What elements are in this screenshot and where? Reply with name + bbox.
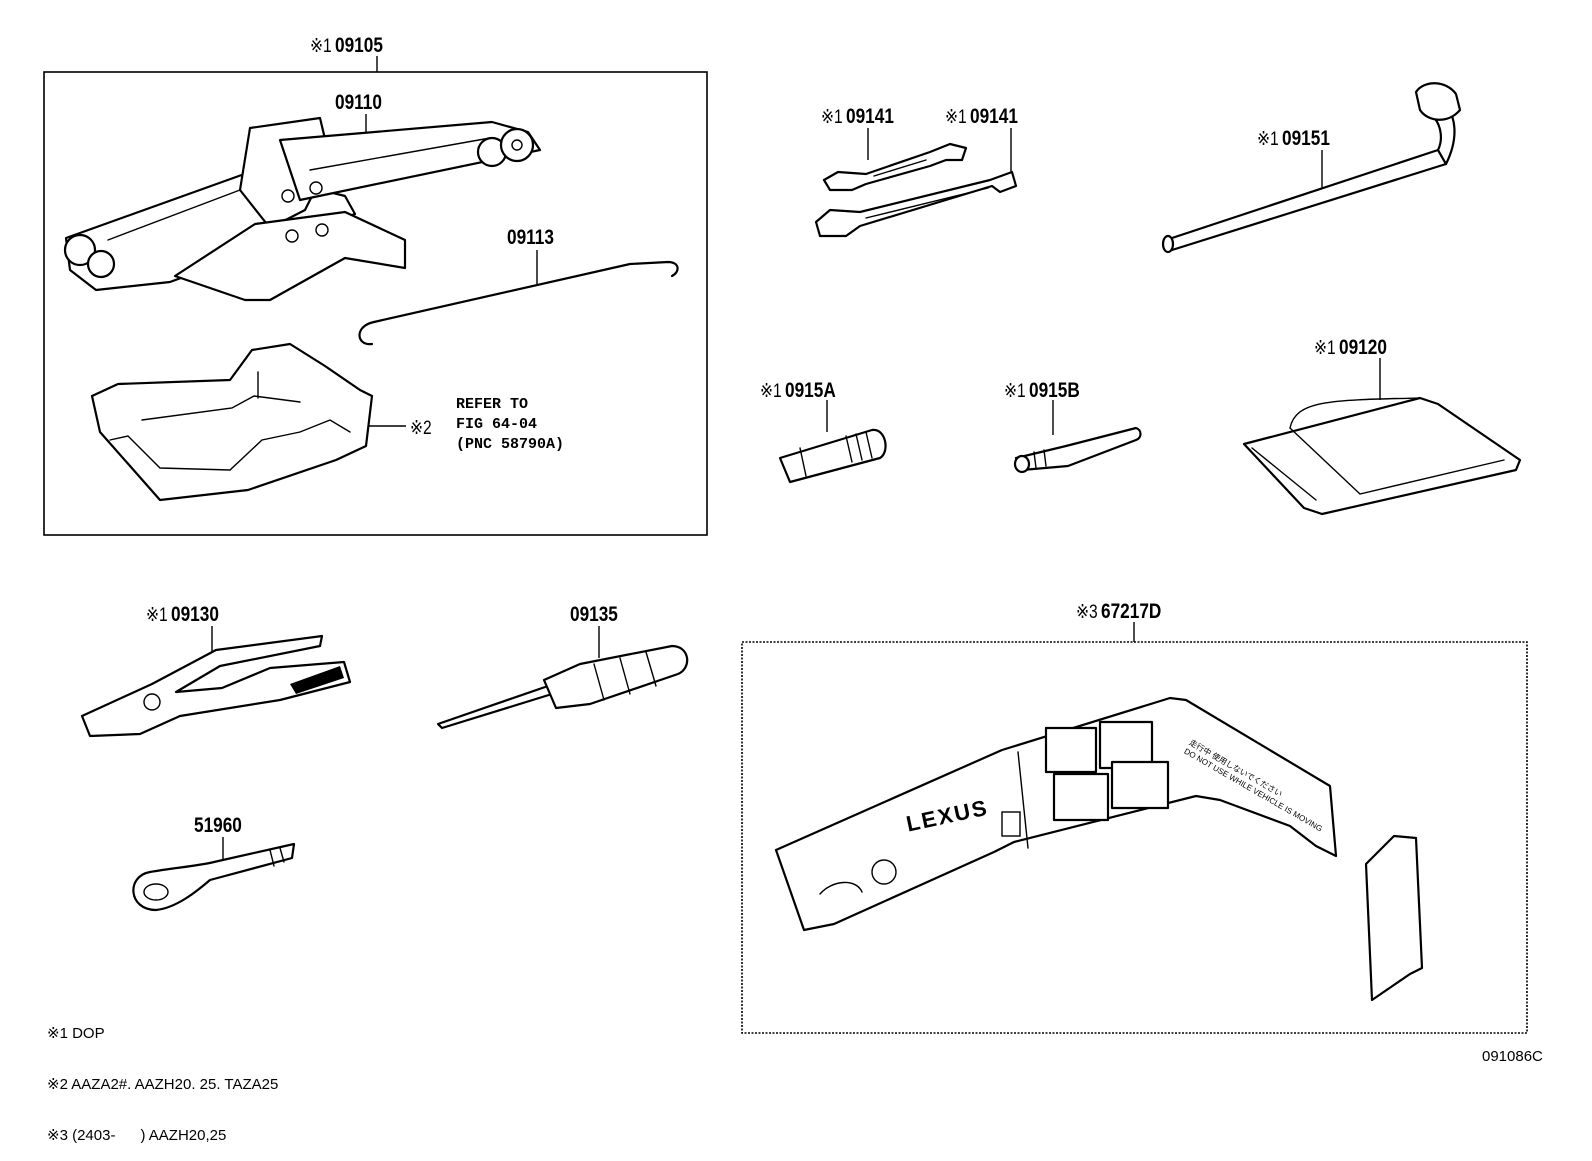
- label-tray-mark: ※2: [410, 418, 432, 439]
- adapter-0915A: [778, 428, 887, 484]
- label-09113: 09113: [507, 226, 554, 249]
- jack-09110: [63, 116, 542, 302]
- pliers-09130: [80, 634, 352, 738]
- eye-bolt-51960: [132, 842, 296, 912]
- wheel-wrench-09151: [1161, 82, 1462, 254]
- label-09135: 09135: [570, 603, 618, 626]
- jack-handle-09113: [358, 260, 679, 346]
- refer-note-line: FIG 64-04: [456, 416, 538, 433]
- label-51960: 51960: [194, 814, 242, 837]
- diagram-id: 091086C: [1482, 1048, 1543, 1065]
- screwdriver-09135: [436, 644, 689, 730]
- tray-cover-67217D: [774, 696, 1424, 1002]
- group-box-09105: [43, 71, 708, 536]
- wrenches-09141: [814, 142, 1018, 238]
- tool-pouch-09120: [1242, 396, 1522, 516]
- footnote: ※3 (2403- ) AAZH20,25: [47, 1127, 227, 1144]
- refer-note-line: REFER TO: [456, 396, 529, 413]
- label-09110: 09110: [335, 91, 382, 114]
- jack-tray: [90, 342, 374, 502]
- footnote: ※1 DOP: [47, 1025, 105, 1042]
- refer-note: REFER TO FIG 64-04 (PNC 58790A): [456, 395, 564, 455]
- refer-note-line: (PNC 58790A): [456, 436, 565, 453]
- parts-illustration: [43, 56, 1528, 1034]
- footnote: ※2 AAZA2#. AAZH20. 25. TAZA25: [47, 1076, 279, 1093]
- valve-tool-0915B: [1013, 426, 1142, 474]
- footnotes: ※1 DOP ※2 AAZA2#. AAZH20. 25. TAZA25 ※3 …: [47, 991, 278, 1161]
